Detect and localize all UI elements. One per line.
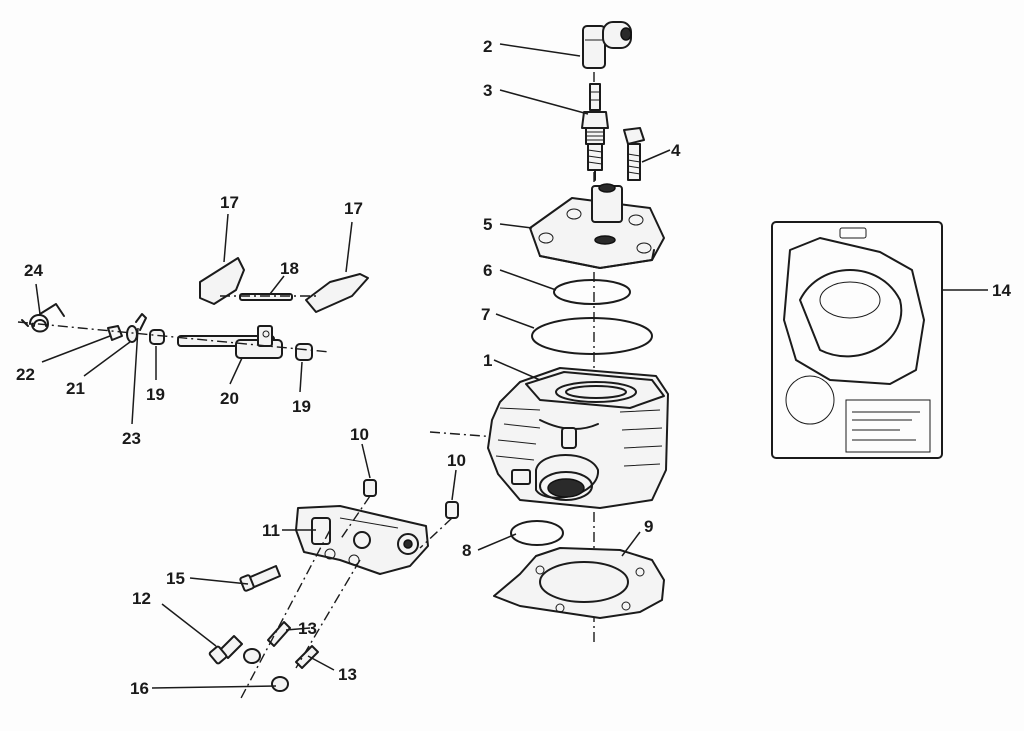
callout-12: 12	[132, 589, 151, 608]
nut-upper	[243, 648, 261, 664]
base-gasket	[493, 547, 665, 619]
callout-10-right: 10	[447, 451, 466, 470]
callout-19-right: 19	[292, 397, 311, 416]
screw-15	[239, 565, 281, 592]
callout-17-left: 17	[220, 193, 239, 212]
cylinder	[487, 367, 669, 509]
head-bolt	[623, 127, 645, 181]
callout-8: 8	[462, 541, 471, 560]
nut-lower	[271, 676, 289, 692]
callout-15: 15	[166, 569, 185, 588]
callout-9: 9	[644, 517, 653, 536]
valve-housing	[295, 505, 429, 575]
callout-10-left: 10	[350, 425, 369, 444]
bushing-right	[295, 343, 313, 361]
head-o-ring-small	[553, 279, 631, 305]
dowel-axis-right	[419, 517, 453, 549]
callout-16: 16	[130, 679, 149, 698]
callout-18: 18	[280, 259, 299, 278]
flap-pin	[239, 293, 293, 301]
callout-13-upper: 13	[298, 619, 317, 638]
screw-12	[208, 635, 243, 665]
callout-22: 22	[16, 365, 35, 384]
callout-7: 7	[481, 305, 490, 324]
dowel-left	[363, 479, 377, 497]
stud-axis-a	[239, 529, 331, 701]
callout-21: 21	[66, 379, 85, 398]
exhaust-flap-left	[199, 257, 245, 305]
callout-1: 1	[483, 351, 492, 370]
callout-17-right: 17	[344, 199, 363, 218]
spark-plug	[581, 83, 609, 181]
dowel-right	[445, 501, 459, 519]
return-spring	[21, 303, 65, 333]
bushing-left	[149, 329, 165, 345]
dowel-axis-left	[339, 495, 371, 541]
stud-upper	[267, 621, 291, 647]
exhaust-flap-right	[305, 273, 369, 313]
clip	[135, 313, 147, 331]
callout-labels: 1 2 3 4 5 6 7 8 9 10 10 11 12 13 13 14 1…	[16, 37, 1011, 698]
washer	[126, 325, 138, 343]
gasket-kit-card	[771, 221, 943, 459]
leader-lines	[35, 43, 988, 689]
spark-plug-cap	[582, 21, 632, 69]
callout-14: 14	[992, 281, 1011, 300]
callout-23: 23	[122, 429, 141, 448]
shaft-axis	[17, 321, 331, 353]
callout-11: 11	[262, 521, 280, 540]
nut-small	[107, 325, 123, 341]
callout-4: 4	[671, 141, 681, 160]
callout-5: 5	[483, 215, 492, 234]
callout-6: 6	[483, 261, 492, 280]
callout-3: 3	[483, 81, 492, 100]
callout-13-lower: 13	[338, 665, 357, 684]
cylinder-head	[529, 183, 665, 269]
callout-19-left: 19	[146, 385, 165, 404]
head-o-ring-large	[531, 317, 653, 355]
callout-20: 20	[220, 389, 239, 408]
control-shaft	[177, 325, 283, 359]
exhaust-o-ring	[510, 520, 564, 546]
callout-24: 24	[24, 261, 43, 280]
stud-axis-b	[295, 559, 361, 669]
callout-2: 2	[483, 37, 492, 56]
